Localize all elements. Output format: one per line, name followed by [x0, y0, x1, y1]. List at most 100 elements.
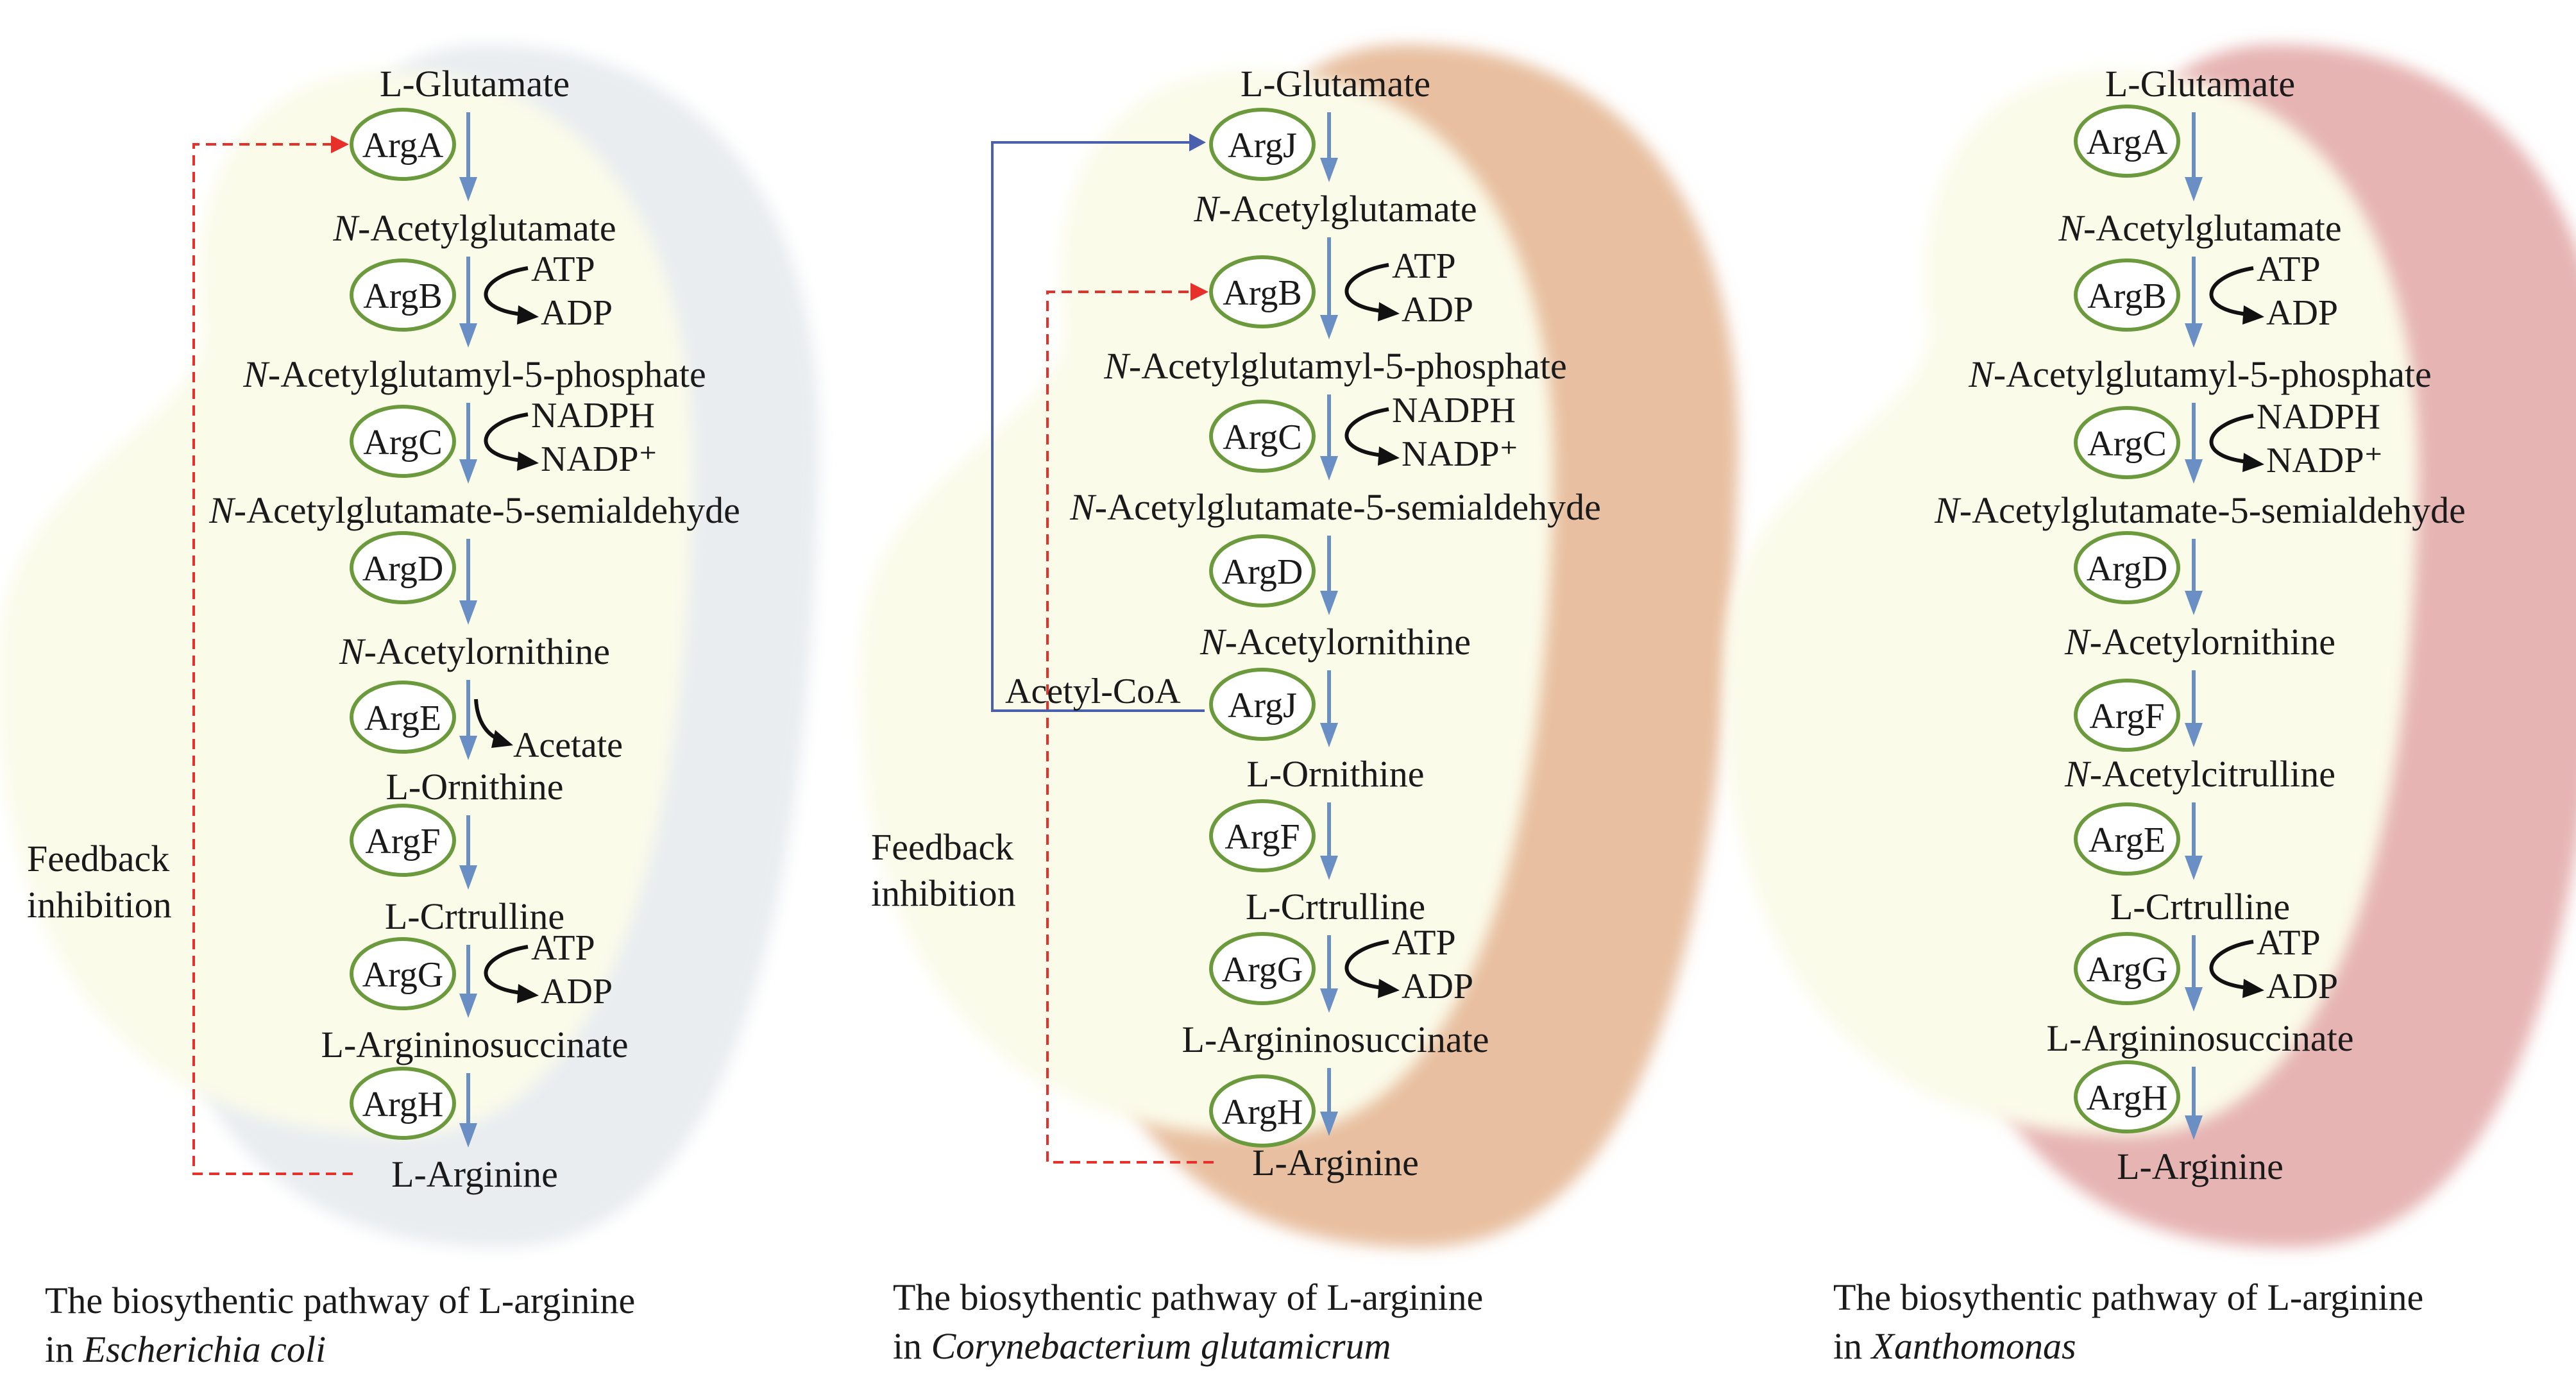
- cofactor-arrow: [2209, 266, 2254, 316]
- enzyme-argg: [2074, 932, 2180, 1005]
- n-prefix: N: [332, 207, 360, 249]
- cofactor-out: Acetate: [513, 725, 623, 765]
- metabolite-name: L-Glutamate: [1241, 63, 1430, 105]
- caption-line-1: The biosythentic pathway of L-arginine: [1833, 1276, 2424, 1318]
- feedback-label: inhibition: [871, 872, 1016, 914]
- caption-line-2: in Corynebacterium glutamicrum: [893, 1322, 1483, 1371]
- metabolite-label: L-Crtrulline: [2110, 886, 2290, 928]
- organism-name: Escherichia coli: [83, 1328, 326, 1370]
- cell-blob: [1724, 70, 2419, 1135]
- cofactor-arrowhead: [517, 984, 539, 1003]
- pathway-arrowhead: [1320, 856, 1338, 880]
- cofactor-arrowhead: [1378, 446, 1400, 466]
- cell-blob: [860, 70, 1554, 1135]
- enzyme-label: ArgD: [1222, 552, 1303, 592]
- cofactor-arrow: [2209, 414, 2254, 464]
- pathway-arrowhead: [459, 736, 477, 760]
- caption-line-1: The biosythentic pathway of L-arginine: [893, 1276, 1484, 1318]
- metabolite-label: L-Glutamate: [2105, 63, 2295, 105]
- enzyme-argf: [1209, 799, 1316, 872]
- cofactor-arrow: [1344, 407, 1389, 457]
- feedback-inhibition-line: [192, 143, 353, 1175]
- enzyme-argc: [350, 405, 456, 478]
- pathway-arrowhead: [2185, 723, 2203, 747]
- metabolite-label: N-Acetylglutamyl-5-phosphate: [1968, 353, 2432, 395]
- metabolite-name: -Acetylglutamate: [1219, 188, 1477, 230]
- enzyme-label: ArgH: [2087, 1078, 2168, 1118]
- pathway-arrowhead: [1320, 158, 1338, 182]
- pathway-arrowhead: [2185, 1115, 2203, 1140]
- metabolite-name: L-Glutamate: [2105, 63, 2295, 105]
- metabolite-label: N-Acetylglutamate-5-semialdehyde: [208, 489, 740, 531]
- metabolite-name: L-Crtrulline: [1246, 886, 1425, 928]
- pathway-arrowhead: [1320, 723, 1338, 747]
- enzyme-argf: [2074, 679, 2180, 752]
- pathway-arrowhead: [1320, 988, 1338, 1013]
- metabolite-label: L-Argininosuccinate: [2047, 1017, 2354, 1059]
- pathway-arrowhead: [459, 600, 477, 625]
- cofactor-in: ATP: [531, 250, 595, 289]
- enzyme-label: ArgC: [2087, 424, 2166, 464]
- cofactor-arrowhead: [1378, 302, 1400, 321]
- cofactor-in: ATP: [1392, 246, 1456, 286]
- metabolite-label: N-Acetylglutamate-5-semialdehyde: [1934, 489, 2466, 531]
- cofactor-arrowhead: [2242, 979, 2264, 998]
- enzyme-label: ArgF: [365, 822, 440, 861]
- metabolite-name: -Acetylglutamyl-5-phosphate: [1129, 345, 1567, 387]
- cell-blob: [0, 70, 693, 1135]
- caption-prefix: in: [45, 1328, 83, 1370]
- enzyme-label: ArgG: [362, 955, 444, 995]
- panel-cglutamicum: L-GlutamateArgJN-AcetylglutamateArgBATPA…: [871, 63, 1601, 1183]
- cofactor-in: ATP: [2257, 923, 2321, 963]
- n-prefix: N: [1934, 489, 1962, 531]
- enzyme-arga: [2074, 105, 2180, 178]
- enzyme-label: ArgG: [1222, 950, 1303, 990]
- cofactor-out: ADP: [2266, 967, 2338, 1006]
- enzyme-label: ArgJ: [1228, 686, 1297, 725]
- metabolite-name: -Acetylglutamate-5-semialdehyde: [1095, 486, 1601, 528]
- n-prefix: N: [339, 631, 366, 672]
- enzyme-label: ArgA: [2087, 123, 2168, 162]
- cofactor-in: ATP: [1392, 923, 1456, 963]
- enzyme-label: ArgF: [2089, 697, 2164, 736]
- feedback-arrowhead: [1191, 283, 1208, 301]
- enzyme-argh: [350, 1067, 456, 1140]
- metabolite-label: N-Acetylglutamate: [332, 207, 616, 249]
- cofactor-in: ATP: [2257, 250, 2321, 289]
- enzyme-label: ArgF: [1224, 817, 1300, 857]
- metabolite-label: N-Acetylglutamate-5-semialdehyde: [1069, 486, 1601, 528]
- enzyme-label: ArgE: [364, 699, 441, 738]
- enzyme-label: ArgB: [2087, 276, 2166, 316]
- n-prefix: N: [1199, 621, 1227, 663]
- pathway-arrowhead: [459, 177, 477, 201]
- enzyme-argd: [2074, 531, 2180, 604]
- n-prefix: N: [208, 489, 236, 531]
- panel-background-ecoli: [0, 44, 820, 1248]
- enzyme-argg: [1209, 932, 1316, 1005]
- metabolite-name: L-Argininosuccinate: [321, 1024, 629, 1065]
- pathway-arrowhead: [2185, 856, 2203, 880]
- enzyme-label: ArgA: [362, 126, 444, 165]
- metabolite-name: L-Crtrulline: [385, 895, 564, 937]
- enzyme-argb: [2074, 258, 2180, 332]
- enzyme-label: ArgB: [1223, 273, 1301, 313]
- cofactor-arrowhead: [517, 452, 539, 471]
- enzyme-argj: [1209, 668, 1316, 741]
- enzyme-label: ArgD: [2087, 549, 2168, 589]
- enzyme-argh: [2074, 1060, 2180, 1133]
- enzyme-label: ArgJ: [1228, 126, 1297, 165]
- metabolite-label: N-Acetylglutamate: [2058, 207, 2341, 249]
- panel-ecoli: L-GlutamateArgAN-AcetylglutamateArgBATPA…: [27, 63, 740, 1195]
- pathway-arrowhead: [459, 459, 477, 484]
- metabolite-name: L-Ornithine: [1246, 753, 1424, 795]
- cofactor-in: NADPH: [1392, 391, 1516, 430]
- metabolite-label: L-Arginine: [1252, 1142, 1419, 1183]
- pathway-arrowhead: [459, 1123, 477, 1148]
- metabolite-name: -Acetylornithine: [1225, 621, 1471, 663]
- cofactor-arrow: [484, 266, 529, 316]
- pathway-arrowhead: [459, 994, 477, 1018]
- n-prefix: N: [1968, 353, 1996, 395]
- enzyme-label: ArgC: [363, 423, 442, 462]
